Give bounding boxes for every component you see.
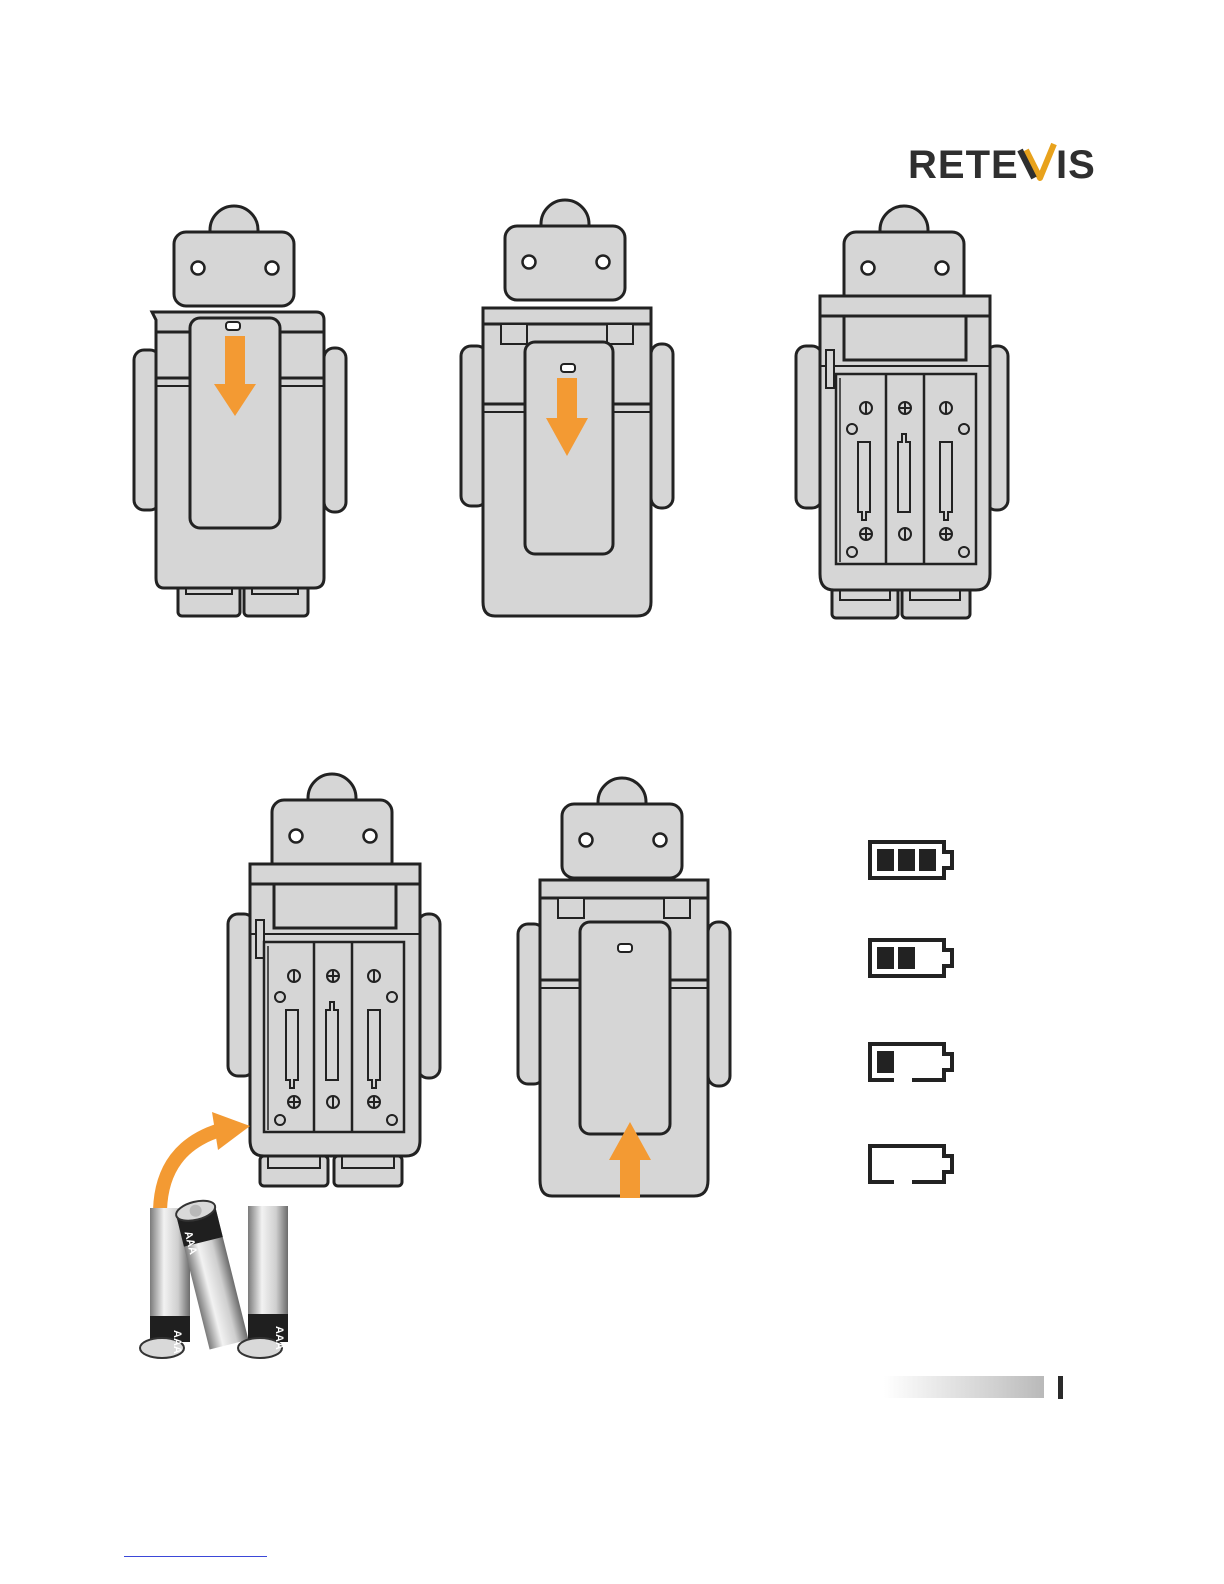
battery-bar xyxy=(877,1051,894,1073)
battery-medium-icon xyxy=(870,940,952,976)
aaa-batteries-illustration: AAA AAA AAA xyxy=(130,1196,300,1366)
logo-text-part-3: IS xyxy=(1056,143,1096,186)
battery-low-icon xyxy=(870,1044,952,1080)
retevis-logo-mark: RETE IS xyxy=(908,140,1100,186)
footer-rule xyxy=(124,1556,267,1557)
step-3-illustration xyxy=(790,198,1020,623)
battery-empty-icon xyxy=(870,1146,952,1182)
logo-text-part-1: RETE xyxy=(908,143,1019,186)
battery-bar xyxy=(877,849,894,871)
battery-cover xyxy=(580,922,670,1134)
page-marker-bar xyxy=(1058,1376,1063,1399)
step-1-illustration xyxy=(128,198,358,623)
step-2-illustration xyxy=(455,192,685,624)
battery-full-icon xyxy=(870,842,952,878)
battery-bar xyxy=(919,849,936,871)
battery-bar xyxy=(898,947,915,969)
battery-level-indicators xyxy=(864,836,960,1192)
page-number-tab xyxy=(884,1376,1044,1398)
battery-label-1: AAA xyxy=(171,1330,183,1354)
battery-label-3: AAA xyxy=(273,1326,285,1350)
retevis-logo: RETE IS xyxy=(908,140,1100,186)
battery-bar xyxy=(898,849,915,871)
battery-bar xyxy=(877,947,894,969)
step-5-illustration xyxy=(512,770,742,1202)
